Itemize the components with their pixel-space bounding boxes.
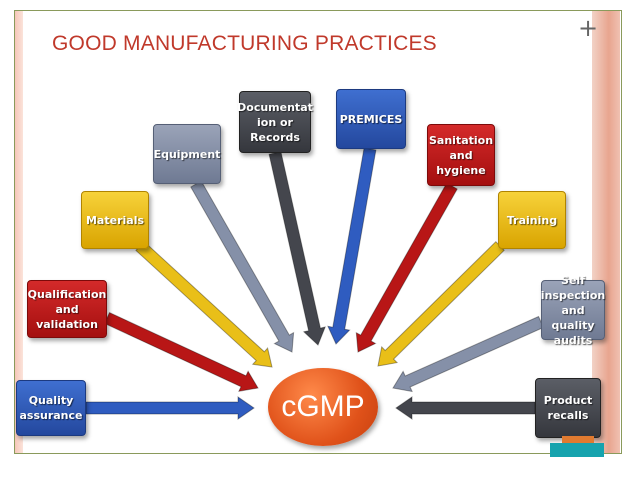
node-label-2: Materials [85,213,145,227]
arrow-7 [377,240,505,367]
node-label-8: Self inspection and quality audits [540,273,606,347]
arrow-5 [327,147,377,345]
arrow-6 [355,182,458,353]
title-cap-1: G [52,32,69,55]
arrow-9 [395,396,536,420]
node-label-1: Qualification and validation [27,287,107,331]
page-title: GOOD MANUFACTURING PRACTICES [52,32,437,56]
node-box-2: Materials [81,191,149,249]
plus-icon[interactable]: + [577,14,599,42]
node-box-7: Training [498,191,566,249]
center-node: cGMP [268,368,378,446]
title-cap-3: P [314,32,330,55]
title-rest-1: OOD [68,32,117,55]
node-box-6: Sanitation and hygiene [427,124,495,186]
arrow-0 [85,396,255,420]
node-label-3: Equipment [153,147,221,161]
title-rest-2: ANUFACTURING [140,32,309,55]
node-box-3: Equipment [153,124,221,184]
node-label-5: PREMICES [339,112,403,126]
node-box-0: Quality assurance [16,380,86,436]
arrow-1 [103,311,259,392]
node-box-8: Self inspection and quality audits [541,274,605,347]
left-decor-strip [15,11,23,453]
node-box-1: Qualification and validation [27,280,107,338]
teal-block-decor [550,443,604,457]
node-label-4: Documentat ion or Records [237,100,313,144]
arrow-3 [190,180,295,353]
title-cap-2: M [123,32,141,55]
title-rest-3: RACTICES [329,32,437,55]
node-label-7: Training [506,213,558,227]
node-box-4: Documentat ion or Records [237,91,313,153]
node-label-6: Sanitation and hygiene [428,133,494,177]
arrow-4 [268,151,327,346]
node-box-9: Product recalls [535,378,601,438]
orange-tab-decor [562,436,594,444]
node-box-5: PREMICES [336,89,406,149]
arrow-2 [135,240,273,368]
node-label-9: Product recalls [543,394,593,422]
arrow-8 [392,315,545,393]
node-label-0: Quality assurance [19,394,83,422]
